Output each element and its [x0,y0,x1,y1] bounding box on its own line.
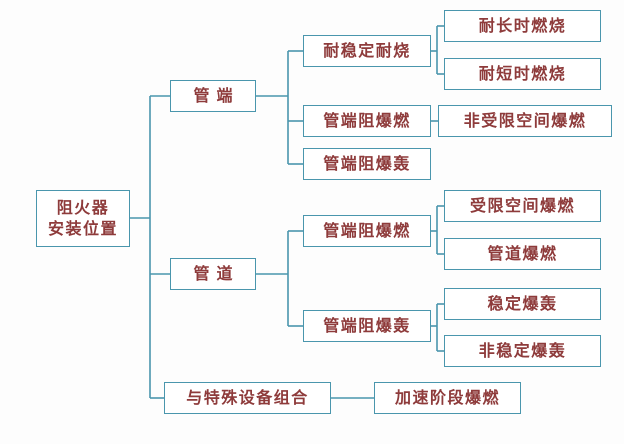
root-label-line2: 安装位置 [47,218,118,238]
node-stable-burning-resistant: 耐稳定耐烧 [303,35,431,67]
edges-deflagration-bottom-to-children [431,205,444,255]
edges-pipeline-to-children [256,230,303,327]
node-pipeline-deflagration: 管道爆燃 [444,238,601,270]
node-confined-space-deflagration: 受限空间爆燃 [444,190,601,222]
edges-detonation-bottom-to-children [431,303,444,352]
edges-pipe-end-to-children [256,50,303,165]
node-pipe-end-detonation-arrest-1: 管端阻爆轰 [303,148,431,180]
node-pipe-end-deflagration-arrest-1: 管端阻爆燃 [303,105,431,137]
node-acceleration-stage-deflagration: 加速阶段爆燃 [374,382,521,414]
node-root-installation-position: 阻火器 安装位置 [36,190,130,247]
node-short-time-burning-resistant: 耐短时燃烧 [444,58,601,90]
node-pipe-end-detonation-arrest-2: 管端阻爆轰 [303,310,431,342]
node-unconfined-space-deflagration: 非受限空间爆燃 [438,105,612,137]
node-unstable-detonation: 非稳定爆轰 [444,335,601,367]
node-combined-with-special-equipment: 与特殊设备组合 [164,382,331,414]
node-stable-detonation: 稳定爆轰 [444,288,601,320]
node-long-time-burning-resistant: 耐长时燃烧 [444,10,601,42]
node-pipe-end: 管端 [170,80,256,112]
node-pipeline: 管道 [170,258,256,290]
edges-root-to-level1 [130,95,170,399]
root-label-line1: 阻火器 [56,197,110,217]
node-pipe-end-deflagration-arrest-2: 管端阻爆燃 [303,215,431,247]
edges-stable-burning-to-children [431,25,444,75]
